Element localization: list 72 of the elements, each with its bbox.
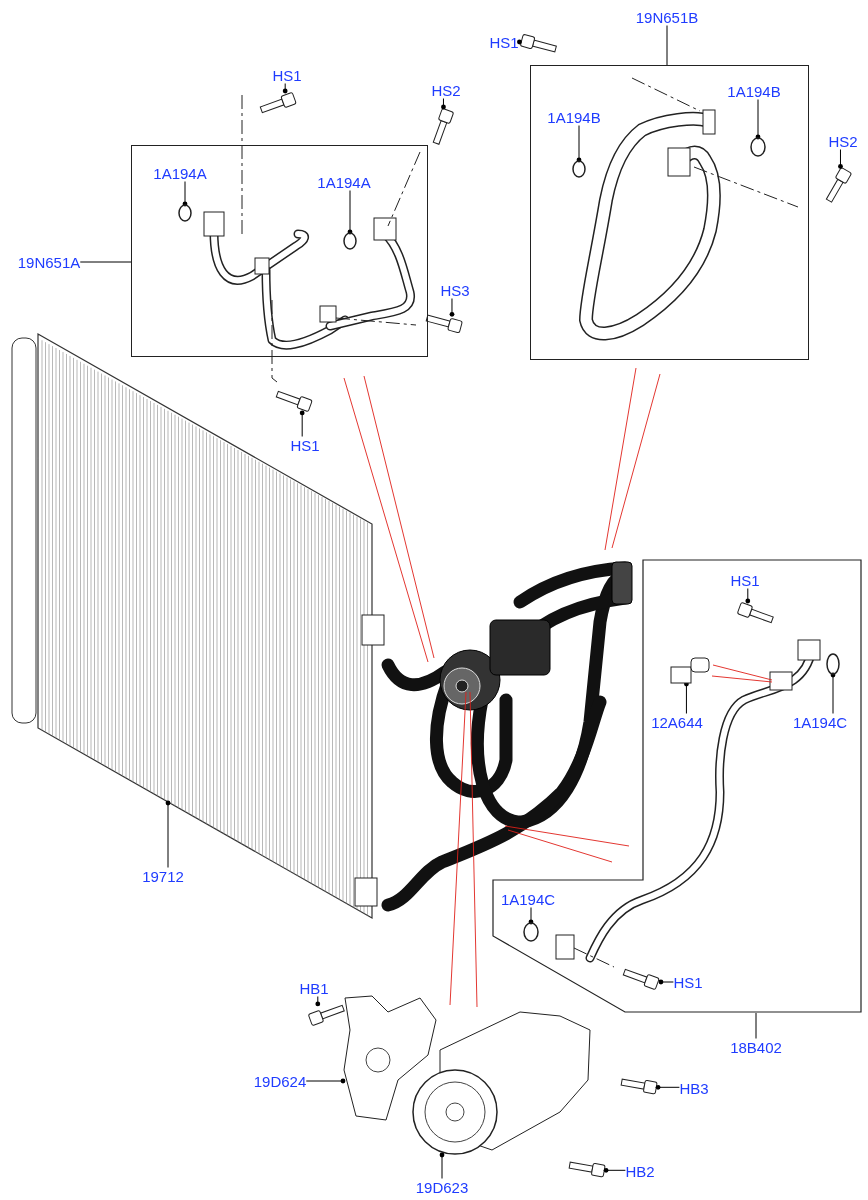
leader-line xyxy=(282,83,288,94)
leader-line xyxy=(182,181,188,207)
leader-line xyxy=(666,25,668,66)
leader-line xyxy=(347,190,353,235)
bolt-drawing xyxy=(619,1077,659,1096)
bolt-drawing xyxy=(307,1003,346,1027)
leader-line xyxy=(576,125,582,163)
part-number: HB3 xyxy=(679,1079,709,1097)
leader-line xyxy=(830,672,836,714)
part-number: 19712 xyxy=(142,867,184,885)
leader-line xyxy=(603,1167,626,1173)
o-ring-drawing xyxy=(178,204,192,222)
group-frame xyxy=(131,145,428,357)
leader-line xyxy=(441,98,446,110)
bolt-drawing xyxy=(622,967,661,991)
part-number: HB1 xyxy=(299,979,329,997)
part-number: HS2 xyxy=(828,132,858,150)
leader-line xyxy=(299,410,305,437)
part-number: HS1 xyxy=(290,436,320,454)
bracket-drawing xyxy=(343,995,437,1121)
part-number: HS1 xyxy=(730,571,760,589)
bolt-drawing xyxy=(425,314,464,335)
leader-line xyxy=(305,1078,346,1084)
condenser-drawing xyxy=(11,333,385,919)
group-frame xyxy=(530,65,809,360)
bolt-drawing xyxy=(275,389,314,413)
bolt-drawing xyxy=(736,601,775,624)
leader-line xyxy=(658,979,674,985)
part-number: 1A194B xyxy=(727,82,781,100)
part-number: 1A194C xyxy=(500,890,556,908)
bolt-drawing xyxy=(824,166,853,204)
bolt-drawing xyxy=(567,1160,607,1179)
compressor-drawing xyxy=(412,1011,591,1155)
leader-line xyxy=(755,99,761,140)
part-number: 1A194B xyxy=(547,108,601,126)
leader-line xyxy=(655,1084,680,1090)
part-number: HS1 xyxy=(272,66,302,84)
leader-line xyxy=(449,298,455,317)
part-number: 1A194C xyxy=(792,713,848,731)
o-ring-drawing xyxy=(826,653,840,675)
pressure-sensor-drawing xyxy=(670,657,710,684)
leader-line xyxy=(165,800,171,868)
leader-line xyxy=(528,907,534,925)
part-number: 1A194A xyxy=(153,164,207,182)
leader-line xyxy=(439,1152,445,1179)
part-number: 12A644 xyxy=(651,713,703,731)
part-number: HS1 xyxy=(489,33,519,51)
leader-line xyxy=(684,681,689,714)
o-ring-drawing xyxy=(750,137,766,157)
o-ring-drawing xyxy=(523,922,539,942)
part-number: 19N651A xyxy=(17,253,81,271)
part-number: HS1 xyxy=(673,973,703,991)
o-ring-drawing xyxy=(343,232,357,250)
part-number: HB2 xyxy=(625,1162,655,1180)
o-ring-drawing xyxy=(572,160,586,178)
part-number: 19D623 xyxy=(415,1178,469,1196)
leader-line xyxy=(517,39,522,45)
part-number: HS3 xyxy=(440,281,470,299)
leader-line xyxy=(838,149,843,169)
part-number: 18B402 xyxy=(730,1038,782,1056)
part-number: 1A194A xyxy=(317,173,371,191)
part-number: 19N651B xyxy=(635,8,699,26)
part-number: HS2 xyxy=(431,81,461,99)
leader-line xyxy=(79,261,132,263)
part-number: 19D624 xyxy=(253,1072,307,1090)
group-frame xyxy=(493,560,862,1013)
leader-line xyxy=(755,1012,757,1039)
bolt-drawing xyxy=(259,91,298,114)
leader-line xyxy=(745,588,751,604)
leader-line xyxy=(315,996,321,1007)
bolt-drawing xyxy=(519,33,558,54)
bolt-drawing xyxy=(431,107,455,146)
